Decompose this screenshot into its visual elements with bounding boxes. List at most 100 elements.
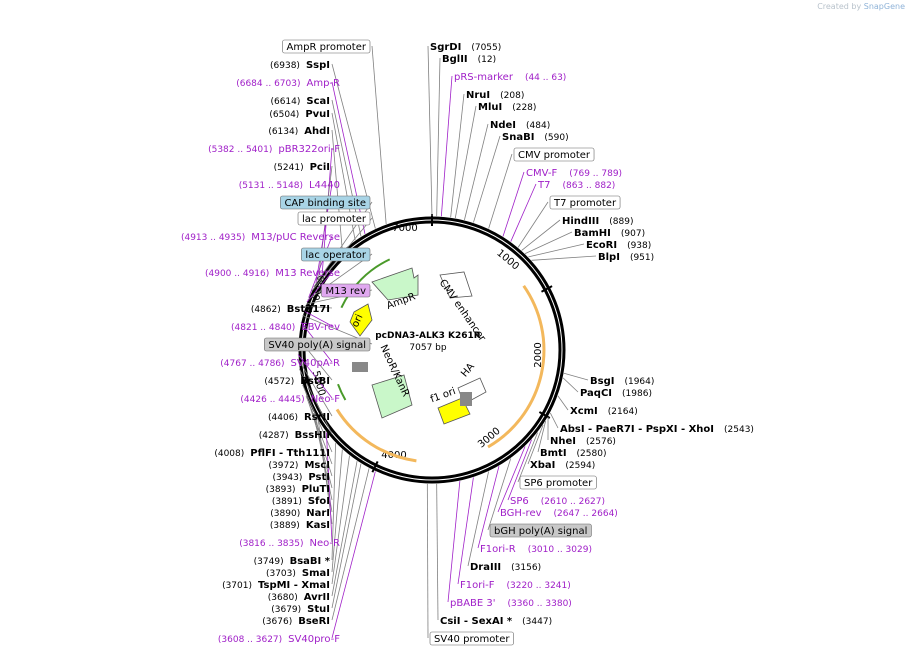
connector-line bbox=[331, 443, 337, 561]
connector-line bbox=[331, 449, 343, 573]
right-label-1: BglII(12) bbox=[442, 54, 496, 65]
site-position: (4008) bbox=[214, 449, 244, 459]
site-position: (3891) bbox=[272, 497, 302, 507]
site-position: (889) bbox=[609, 217, 633, 227]
left-label-8: L4440(5131 .. 5148) bbox=[239, 180, 340, 191]
left-label-31: BsaBI * (3749) bbox=[254, 556, 331, 567]
right-label-29: pBABE 3'(3360 .. 3380) bbox=[450, 598, 572, 609]
promoter-block bbox=[352, 362, 368, 372]
right-label-24: BGH-rev(2647 .. 2664) bbox=[500, 508, 618, 519]
left-label-14: M13 rev bbox=[321, 283, 371, 298]
feature-box bbox=[301, 247, 371, 262]
site-name: XbaI bbox=[530, 460, 555, 471]
neo-green-arc bbox=[337, 383, 347, 401]
right-label-28: F1ori-F(3220 .. 3241) bbox=[460, 580, 571, 591]
site-position: (4572) bbox=[264, 377, 294, 387]
left-label-18: SV40pA-R(4767 .. 4786) bbox=[220, 358, 340, 369]
right-label-14: BlpI(951) bbox=[598, 252, 654, 263]
connector-line bbox=[306, 271, 333, 303]
feature-box bbox=[264, 337, 371, 352]
connector-line bbox=[507, 439, 532, 501]
connector-line bbox=[331, 129, 343, 251]
site-position: (3749) bbox=[254, 557, 284, 567]
feature-box-label: SP6 promoter bbox=[524, 478, 593, 489]
site-name: BglII bbox=[442, 54, 468, 65]
left-label-13: M13 Reverse(4900 .. 4916) bbox=[205, 268, 340, 279]
primer-arc-1 bbox=[487, 284, 546, 449]
site-name: NdeI bbox=[490, 120, 516, 131]
connector-line bbox=[436, 57, 441, 217]
connector-line bbox=[426, 483, 429, 639]
site-position: (2594) bbox=[565, 461, 595, 471]
site-name: SnaBI bbox=[502, 132, 534, 143]
amp-green-arc bbox=[340, 258, 391, 309]
primer-range: (4426 .. 4445) bbox=[240, 395, 304, 405]
right-label-21: XbaI (2594) bbox=[530, 460, 595, 471]
site-name: SgrDI bbox=[430, 42, 461, 53]
connector-line bbox=[298, 368, 333, 435]
feature-box bbox=[489, 523, 592, 538]
site-name: BstZ17I bbox=[287, 304, 330, 315]
connector-line bbox=[331, 455, 350, 585]
left-label-29: KasI(3889) bbox=[270, 520, 330, 531]
feature-box-label: M13 rev bbox=[326, 286, 367, 297]
poly-a-block bbox=[460, 392, 472, 406]
primer-name: SV40pro-F bbox=[288, 634, 340, 645]
feature-arrow bbox=[371, 267, 419, 301]
site-name: BstBI bbox=[300, 376, 330, 387]
site-name: CsiI - SexAI * bbox=[440, 616, 513, 627]
connector-line bbox=[537, 420, 547, 453]
right-label-0: SgrDI(7055) bbox=[430, 42, 501, 53]
site-name: XcmI bbox=[570, 406, 598, 417]
site-position: (1986) bbox=[622, 389, 652, 399]
tick-mark bbox=[541, 285, 553, 293]
connector-line bbox=[528, 243, 585, 258]
left-label-33: TspMI - XmaI(3701) bbox=[222, 580, 330, 591]
right-label-7: CMV promoter bbox=[513, 147, 595, 162]
site-name: SmaI bbox=[302, 568, 330, 579]
site-name: BsaBI * bbox=[290, 556, 331, 567]
site-position: (3889) bbox=[270, 521, 300, 531]
connector-line bbox=[557, 395, 569, 411]
site-name: HindIII bbox=[562, 216, 599, 227]
feature-arrow bbox=[371, 374, 413, 419]
primer-range: (5131 .. 5148) bbox=[239, 181, 303, 191]
connector-line bbox=[487, 458, 512, 531]
site-position: (3680) bbox=[268, 593, 298, 603]
primer-range: (4767 .. 4786) bbox=[220, 359, 284, 369]
tick-mark bbox=[371, 461, 379, 473]
site-position: (4287) bbox=[259, 431, 289, 441]
left-label-3: ScaI(6614) bbox=[270, 96, 330, 107]
connector-line bbox=[331, 468, 370, 621]
left-label-2: Amp-R(6684 .. 6703) bbox=[236, 78, 340, 89]
right-label-12: BamHI(907) bbox=[574, 228, 645, 239]
site-name: PvuI bbox=[305, 109, 330, 120]
plasmid-length: 7057 bp bbox=[409, 343, 446, 353]
site-name: PaqCI bbox=[580, 388, 612, 399]
site-name: MscI bbox=[304, 460, 330, 471]
left-label-21: RsrII(4406) bbox=[268, 412, 330, 423]
connector-line bbox=[517, 201, 549, 248]
site-position: (6938) bbox=[270, 61, 300, 71]
feature-box bbox=[282, 39, 371, 54]
site-position: (590) bbox=[544, 133, 568, 143]
left-label-30: Neo-R(3816 .. 3835) bbox=[239, 538, 340, 549]
connector-line bbox=[331, 463, 362, 609]
right-label-2: pRS-marker(44 .. 63) bbox=[454, 72, 566, 83]
connector-line bbox=[464, 123, 489, 221]
site-name: SspI bbox=[306, 60, 330, 71]
site-name: AbsI - PaeR7I - PspXI - XhoI bbox=[560, 424, 714, 435]
left-label-1: SspI (6938) bbox=[270, 60, 330, 71]
site-name: NarI bbox=[306, 508, 330, 519]
right-label-11: HindIII (889) bbox=[562, 216, 633, 227]
site-name: MluI bbox=[478, 102, 502, 113]
left-label-15: BstZ17I(4862) bbox=[251, 304, 330, 315]
left-label-37: SV40pro-F(3608 .. 3627) bbox=[218, 634, 340, 645]
connector-line bbox=[371, 45, 387, 225]
feature-box-label: lac promoter bbox=[302, 214, 367, 225]
tick-label: 2000 bbox=[533, 342, 544, 367]
connector-line bbox=[450, 93, 465, 218]
primer-name: Neo-F bbox=[311, 394, 341, 405]
primer-range: (769 .. 789) bbox=[569, 169, 622, 179]
site-name: AhdI bbox=[304, 126, 330, 137]
